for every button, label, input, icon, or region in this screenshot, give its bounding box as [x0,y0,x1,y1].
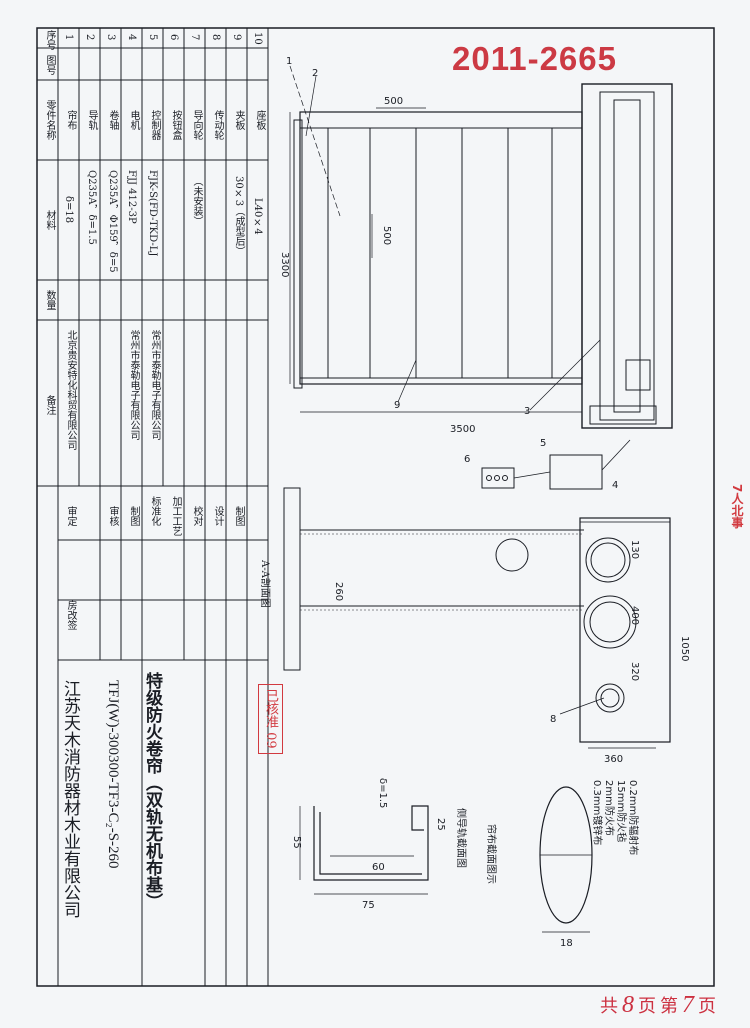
company-name: 江苏天木消防器材木业有限公司 [60,680,80,918]
header-drawing-no: 图号 [44,55,55,75]
drawing-code: TFJ(W)-300300-TF3-C₂-S-260 [105,680,121,869]
row-seq: 1 [63,34,74,41]
row-name: 电机 [128,110,139,130]
section-dim-320: 320 [629,662,640,681]
sign-label: 审核 [107,506,118,526]
row-seq: 7 [189,34,200,41]
row-seq: 9 [231,34,242,41]
header-seq: 序号 [44,30,55,50]
row-remark: 常州市泰勒电子有限公司 [149,330,160,440]
row-material: FJJ 412-3P [126,170,137,224]
row-name: 按钮盒 [170,110,181,140]
row-material: 30×3（成型后） [233,176,244,257]
row-seq: 3 [105,34,116,41]
curtain-layer: 0.2mm防辐射布 [627,780,640,855]
row-seq: 2 [84,34,95,41]
row-material: Q235A，Φ159，δ=5 [107,170,118,273]
row-seq: 6 [168,34,179,41]
row-seq: 4 [126,34,137,41]
row-name: 传动轮 [212,110,223,140]
drawing-title: 特级防火卷帘（双轨无机布基） [142,672,162,910]
row-material: δ=18 [63,196,74,224]
header-remark: 备注 [44,395,55,415]
callout-5: 5 [540,438,546,449]
revision-label: 房改签 [65,600,76,630]
sign-label: 设计 [212,506,223,526]
margin-signature: 7人北事 [730,484,744,529]
page-total-suffix: 页 [638,996,656,1017]
section-dim-130: 130 [629,540,640,559]
page-current: 7 [682,992,694,1018]
dim-spacing-v: 500 [381,226,392,245]
header-material: 材料 [44,210,55,230]
sign-label: 标准化 [149,496,160,526]
callout-4: 4 [612,480,618,491]
section-dim-360: 360 [604,754,623,765]
callout-9: 9 [394,400,400,411]
row-seq: 10 [252,32,263,45]
callout-1: 1 [286,56,292,67]
sign-label: 校对 [191,506,202,526]
rail-dim-55: 55 [291,836,302,849]
row-material: Q235A，δ=1.5 [86,170,97,245]
row-name: 控制器 [149,110,160,140]
dim-height: 3300 [279,252,290,277]
rail-dim-75: 75 [362,900,375,911]
row-material: （未安装） [191,176,202,226]
row-remark: 北京贵安特化科贸有限公司 [65,330,76,450]
sign-label: 审定 [65,506,76,526]
row-name: 导轨 [86,110,97,130]
section-aa [283,487,671,749]
header-qty: 数量 [44,290,55,310]
section-dim-260: 260 [333,582,344,601]
section-callout-8: 8 [550,714,556,725]
rail-dim-25: 25 [435,818,446,831]
row-seq: 8 [210,34,221,41]
rail-title: 侧导轨截面图 [455,808,468,868]
row-name: 夹板 [233,110,244,130]
approval-stamp: 已核准 09 [258,684,283,754]
curtain-layer: 0.3mm镀锌布 [591,780,604,845]
dim-spacing-h: 500 [384,96,403,107]
sign-label: 制图 [233,506,244,526]
curtain-layer: 15mm防火毡 [615,780,628,842]
section-dim-400: 400 [629,606,640,625]
callout-3: 3 [524,406,530,417]
curtain-title: 帘布截面图示 [485,824,498,884]
dim-width: 3500 [450,424,475,435]
sign-label: 制图 [128,506,139,526]
curtain-layer: 2mm防火布 [603,780,616,836]
page-total: 8 [622,992,634,1018]
row-name: 卷轴 [107,110,118,130]
row-name: 帘布 [65,110,76,130]
section-dim-1050: 1050 [679,636,690,661]
rail-section [299,805,429,895]
sign-label: 加工工艺 [170,496,181,536]
row-name: 座板 [254,110,265,130]
page-current-prefix: 第 [660,996,678,1017]
page-current-suffix: 页 [698,996,716,1017]
rail-thickness: δ=1.5 [377,778,388,808]
row-material: FJK-S(FD-TKD-LJ [147,170,158,257]
front-view [289,65,673,490]
callout-2: 2 [312,68,318,79]
row-remark: 常州市泰勒电子有限公司 [128,330,139,440]
callout-6: 6 [464,454,470,465]
parts-table-grid [36,28,269,987]
row-material: L40×4 [252,198,263,235]
curtain-dim: 18 [560,938,573,949]
rail-dim-60: 60 [372,862,385,873]
drawing-number-stamp: 2011-2665 [452,40,617,77]
row-seq: 5 [147,34,158,41]
header-name: 零件名称 [44,100,55,140]
page-total-prefix: 共 [600,996,618,1017]
row-name: 导向轮 [191,110,202,140]
curtain-section [539,786,593,933]
section-aa-title: A-A剖面图 [259,559,272,608]
